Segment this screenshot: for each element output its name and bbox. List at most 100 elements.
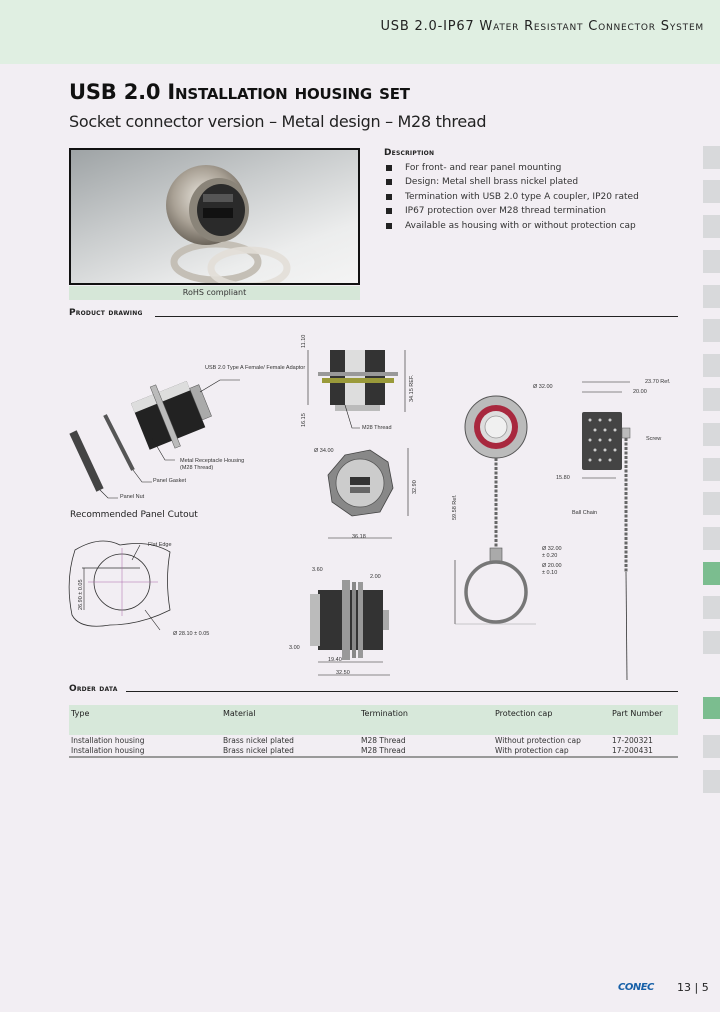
cap-front-view-drawing [454, 395, 536, 625]
label-profile-a: 3.60 [312, 567, 323, 573]
col-type: Type [69, 705, 221, 735]
page-subtitle: Socket connector version – Metal design … [69, 112, 487, 131]
cell-protection-cap: Without protection cap [495, 736, 581, 745]
description-item: For front- and rear panel mounting [384, 161, 684, 175]
product-drawing: USB 2.0 Type A Female/ Female Adaptor Me… [60, 320, 690, 690]
label-cap-diameter: Ø 32.00 [533, 384, 553, 390]
side-tab-12[interactable] [703, 527, 720, 550]
label-profile-d: 19.40 [328, 657, 342, 663]
side-tab-7[interactable] [703, 354, 720, 377]
description-item: Termination with USB 2.0 type A coupler,… [384, 190, 684, 204]
label-side-top: 11.10 [301, 334, 307, 348]
side-tab-1[interactable] [703, 146, 720, 169]
product-drawing-heading: Product drawing [69, 308, 143, 318]
cell-material: Brass nickel plated [221, 746, 359, 758]
side-tab-14[interactable] [703, 596, 720, 619]
cell-part-number: 17-200431 [610, 746, 678, 758]
description-item: Design: Metal shell brass nickel plated [384, 175, 684, 189]
label-cap-depth: 15.80 [556, 475, 570, 481]
side-view-drawing [307, 350, 406, 429]
side-tab-3[interactable] [703, 215, 720, 238]
bullet-icon [386, 222, 392, 229]
table-row: Installation housing Brass nickel plated… [69, 735, 678, 746]
description-list: For front- and rear panel mounting Desig… [384, 161, 684, 233]
order-data-heading: Order data [69, 684, 118, 694]
connector-photo-illustration [166, 165, 291, 283]
panel-gasket-drawing [103, 414, 135, 471]
profile-view-drawing [310, 580, 390, 676]
label-profile-b: 2.00 [370, 574, 381, 580]
page-title: USB 2.0 Installation housing set [69, 80, 410, 104]
description-item: IP67 protection over M28 thread terminat… [384, 204, 684, 218]
cell-type: Installation housing [71, 736, 145, 745]
side-tab-8[interactable] [703, 388, 720, 411]
brand-logo: CONEC [618, 982, 654, 993]
label-front-diameter: Ø 34.00 [314, 448, 334, 454]
side-tab-4[interactable] [703, 250, 720, 273]
cell-protection-cap: With protection cap [493, 746, 610, 758]
label-flat-edge: Flat Edge [148, 542, 172, 548]
label-nut: Panel Nut [120, 494, 145, 500]
product-drawing-rule [155, 316, 678, 317]
technical-drawing [68, 350, 631, 681]
label-cutout-height: 26.90 ± 0.05 [78, 579, 84, 610]
section-title-prefix: USB 2.0-IP67 [380, 19, 480, 34]
label-ring-outer-tol: ± 0.20 [542, 553, 558, 559]
description-section: Description For front- and rear panel mo… [384, 148, 684, 233]
cap-side-view-drawing [582, 381, 631, 681]
side-tab-5[interactable] [703, 285, 720, 308]
bullet-icon [386, 165, 392, 171]
side-tab-2[interactable] [703, 180, 720, 203]
photo-caption: RoHS compliant [69, 286, 360, 300]
header-band: USB 2.0-IP67 Water Resistant Connector S… [0, 0, 720, 64]
label-gasket: Panel Gasket [153, 478, 187, 484]
order-data-rule [126, 691, 678, 692]
label-cutout-diameter: Ø 28.10 ± 0.05 [173, 631, 210, 637]
product-photo [69, 148, 360, 285]
label-cap-width-ref: 23.70 Ref. [645, 379, 671, 385]
side-tab-10[interactable] [703, 458, 720, 481]
col-termination: Termination [359, 705, 493, 735]
cell-termination: M28 Thread [361, 736, 406, 745]
side-tab-6[interactable] [703, 319, 720, 342]
side-tab-16[interactable] [703, 735, 720, 758]
label-profile-c: 3.00 [289, 645, 300, 651]
order-table: Type Material Termination Protection cap… [69, 705, 678, 758]
panel-nut-drawing [69, 430, 104, 492]
front-view-drawing [327, 448, 409, 539]
side-tab-13-active[interactable] [703, 562, 720, 585]
cutout-title: Recommended Panel Cutout [70, 510, 198, 520]
cell-type: Installation housing [69, 746, 221, 758]
table-row: Installation housing Brass nickel plated… [69, 746, 678, 758]
label-side-bottom: 16.15 [301, 413, 307, 427]
label-cap-width: 20.00 [633, 389, 647, 395]
label-side-ref: 34.15 REF. [409, 374, 415, 402]
bullet-icon [386, 179, 392, 186]
label-ring-outer: Ø 32.00 [542, 546, 562, 552]
cell-termination: M28 Thread [359, 746, 493, 758]
side-tab-11[interactable] [703, 492, 720, 515]
label-ball-chain: Ball Chain [572, 510, 598, 516]
page-number: 13 | 5 [677, 981, 709, 994]
section-title-text: Water Resistant Connector System [479, 19, 704, 34]
bullet-icon [386, 208, 392, 215]
label-front-width: 36.18 [352, 534, 366, 540]
cell-part-number: 17-200321 [612, 736, 653, 745]
label-ring-inner: Ø 20.00 [542, 563, 562, 569]
description-item: Available as housing with or without pro… [384, 219, 684, 233]
panel-cutout-drawing [68, 540, 171, 631]
cell-material: Brass nickel plated [223, 736, 294, 745]
label-profile-e: 32.50 [336, 670, 350, 676]
label-cap-length: 59.58 Ref. [452, 494, 458, 520]
side-tab-order-active[interactable] [703, 697, 720, 719]
label-front-height: 32.90 [412, 480, 418, 494]
label-housing: Metal Receptacle Housing (M28 Thread) [180, 458, 245, 471]
side-tab-17[interactable] [703, 770, 720, 793]
order-table-header: Type Material Termination Protection cap… [69, 705, 678, 735]
label-thread: M28 Thread [362, 425, 392, 431]
col-protection-cap: Protection cap [493, 705, 610, 735]
col-part-number: Part Number [610, 705, 678, 735]
side-tab-9[interactable] [703, 423, 720, 446]
side-tab-15[interactable] [703, 631, 720, 654]
label-adaptor: USB 2.0 Type A Female/ Female Adaptor [205, 365, 306, 371]
